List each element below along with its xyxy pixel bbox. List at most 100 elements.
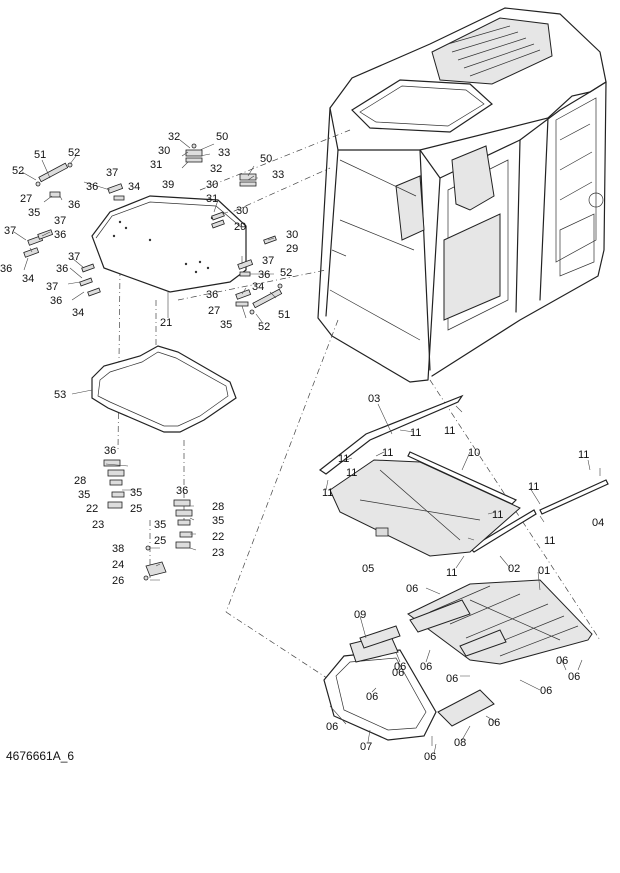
- callout-label: 11: [322, 487, 333, 499]
- cab-frame: [317, 7, 607, 383]
- callout-label: 29: [234, 221, 246, 233]
- callout-label: 52: [280, 267, 292, 279]
- callout-label: 24: [112, 559, 124, 571]
- callout-label: 36: [68, 199, 80, 211]
- callout-label: 37: [4, 225, 16, 237]
- callout-label: 33: [218, 147, 230, 159]
- callout-label: 31: [150, 159, 162, 171]
- callout-label: 23: [212, 547, 224, 559]
- callout-label: 35: [220, 319, 232, 331]
- callout-label: 26: [112, 575, 124, 587]
- callout-label: 06: [424, 751, 436, 763]
- roof-hatch-panel-21: [91, 195, 247, 293]
- callout-label: 25: [130, 503, 142, 515]
- callout-label: 06: [366, 691, 378, 703]
- callout-label: 35: [130, 487, 142, 499]
- leader-lines: [13, 139, 601, 755]
- callout-label: 11: [528, 481, 539, 493]
- diagram-reference-number: 4676661A_6: [6, 749, 75, 763]
- callout-label: 36: [176, 485, 188, 497]
- frame-07: [323, 633, 437, 741]
- callout-label: 35: [212, 515, 224, 527]
- callout-label: 50: [216, 131, 228, 143]
- callout-label: 07: [360, 741, 372, 753]
- callout-label: 06: [326, 721, 338, 733]
- callout-label: 22: [86, 503, 98, 515]
- callout-label: 28: [212, 501, 224, 513]
- callout-label: 37: [106, 167, 118, 179]
- callout-label: 29: [286, 243, 298, 255]
- callout-label: 36: [104, 445, 116, 457]
- callout-label: 06: [420, 661, 432, 673]
- leader-dash-lines: [117, 129, 601, 681]
- callout-label: 08: [454, 737, 466, 749]
- callout-label: 28: [74, 475, 86, 487]
- callout-label: 36: [0, 263, 12, 275]
- callout-label: 30: [158, 145, 170, 157]
- callout-label: 11: [578, 449, 589, 461]
- callout-label: 35: [78, 489, 90, 501]
- callout-label: 11: [346, 467, 357, 479]
- callout-label: 35: [28, 207, 40, 219]
- callout-label: 51: [278, 309, 290, 321]
- callout-label: 52: [68, 147, 80, 159]
- callout-label: 50: [260, 153, 272, 165]
- callout-label: 06: [394, 661, 406, 673]
- callout-label: 30: [206, 179, 218, 191]
- callout-label: 34: [72, 307, 84, 319]
- callout-label: 33: [272, 169, 284, 181]
- callout-label: 34: [128, 181, 140, 193]
- callout-label: 32: [210, 163, 222, 175]
- callout-label: 30: [236, 205, 248, 217]
- callout-label: 11: [446, 567, 457, 579]
- callout-label: 10: [468, 447, 480, 459]
- callout-label: 06: [540, 685, 552, 697]
- callout-label: 11: [444, 425, 455, 437]
- callout-label: 04: [592, 517, 604, 529]
- callout-label: 36: [86, 181, 98, 193]
- callout-label: 22: [212, 531, 224, 543]
- callout-label: 52: [12, 165, 24, 177]
- callout-label: 21: [160, 317, 172, 329]
- callout-label: 23: [92, 519, 104, 531]
- callout-label: 37: [262, 255, 274, 267]
- callout-label: 36: [56, 263, 68, 275]
- callout-label: 52: [258, 321, 270, 333]
- callout-label: 36: [50, 295, 62, 307]
- callout-label: 11: [338, 453, 349, 465]
- callout-label: 31: [206, 193, 218, 205]
- callout-label: 06: [556, 655, 568, 667]
- callout-label: 36: [258, 269, 270, 281]
- callout-label: 05: [362, 563, 374, 575]
- callout-label: 06: [406, 583, 418, 595]
- strips: [359, 599, 507, 727]
- outer-roof-01: [407, 579, 593, 665]
- callout-label: 06: [446, 673, 458, 685]
- callout-label: 53: [54, 389, 66, 401]
- callout-label: 11: [410, 427, 421, 439]
- callout-label: 27: [208, 305, 220, 317]
- callout-label: 35: [154, 519, 166, 531]
- callout-label: 32: [168, 131, 180, 143]
- callout-label: 01: [538, 565, 550, 577]
- callout-label: 34: [22, 273, 34, 285]
- callout-label: 02: [508, 563, 520, 575]
- callout-label: 06: [392, 667, 404, 679]
- callout-label: 06: [488, 717, 500, 729]
- callout-label: 11: [544, 535, 555, 547]
- trim-rails: [318, 394, 609, 553]
- callout-label: 37: [46, 281, 58, 293]
- callout-label: 06: [568, 671, 580, 683]
- callout-label: 37: [68, 251, 80, 263]
- callout-label: 36: [54, 229, 66, 241]
- callout-label: 25: [154, 535, 166, 547]
- callout-label: 38: [112, 543, 124, 555]
- callout-label: 36: [206, 289, 218, 301]
- headliner-05: [329, 459, 521, 557]
- callout-label: 03: [368, 393, 380, 405]
- callout-labels: 32 50 30 33 31 51 52 52 27 37 36 34 39 3…: [0, 131, 604, 763]
- hardware-parts: [23, 143, 283, 581]
- callout-label: 30: [286, 229, 298, 241]
